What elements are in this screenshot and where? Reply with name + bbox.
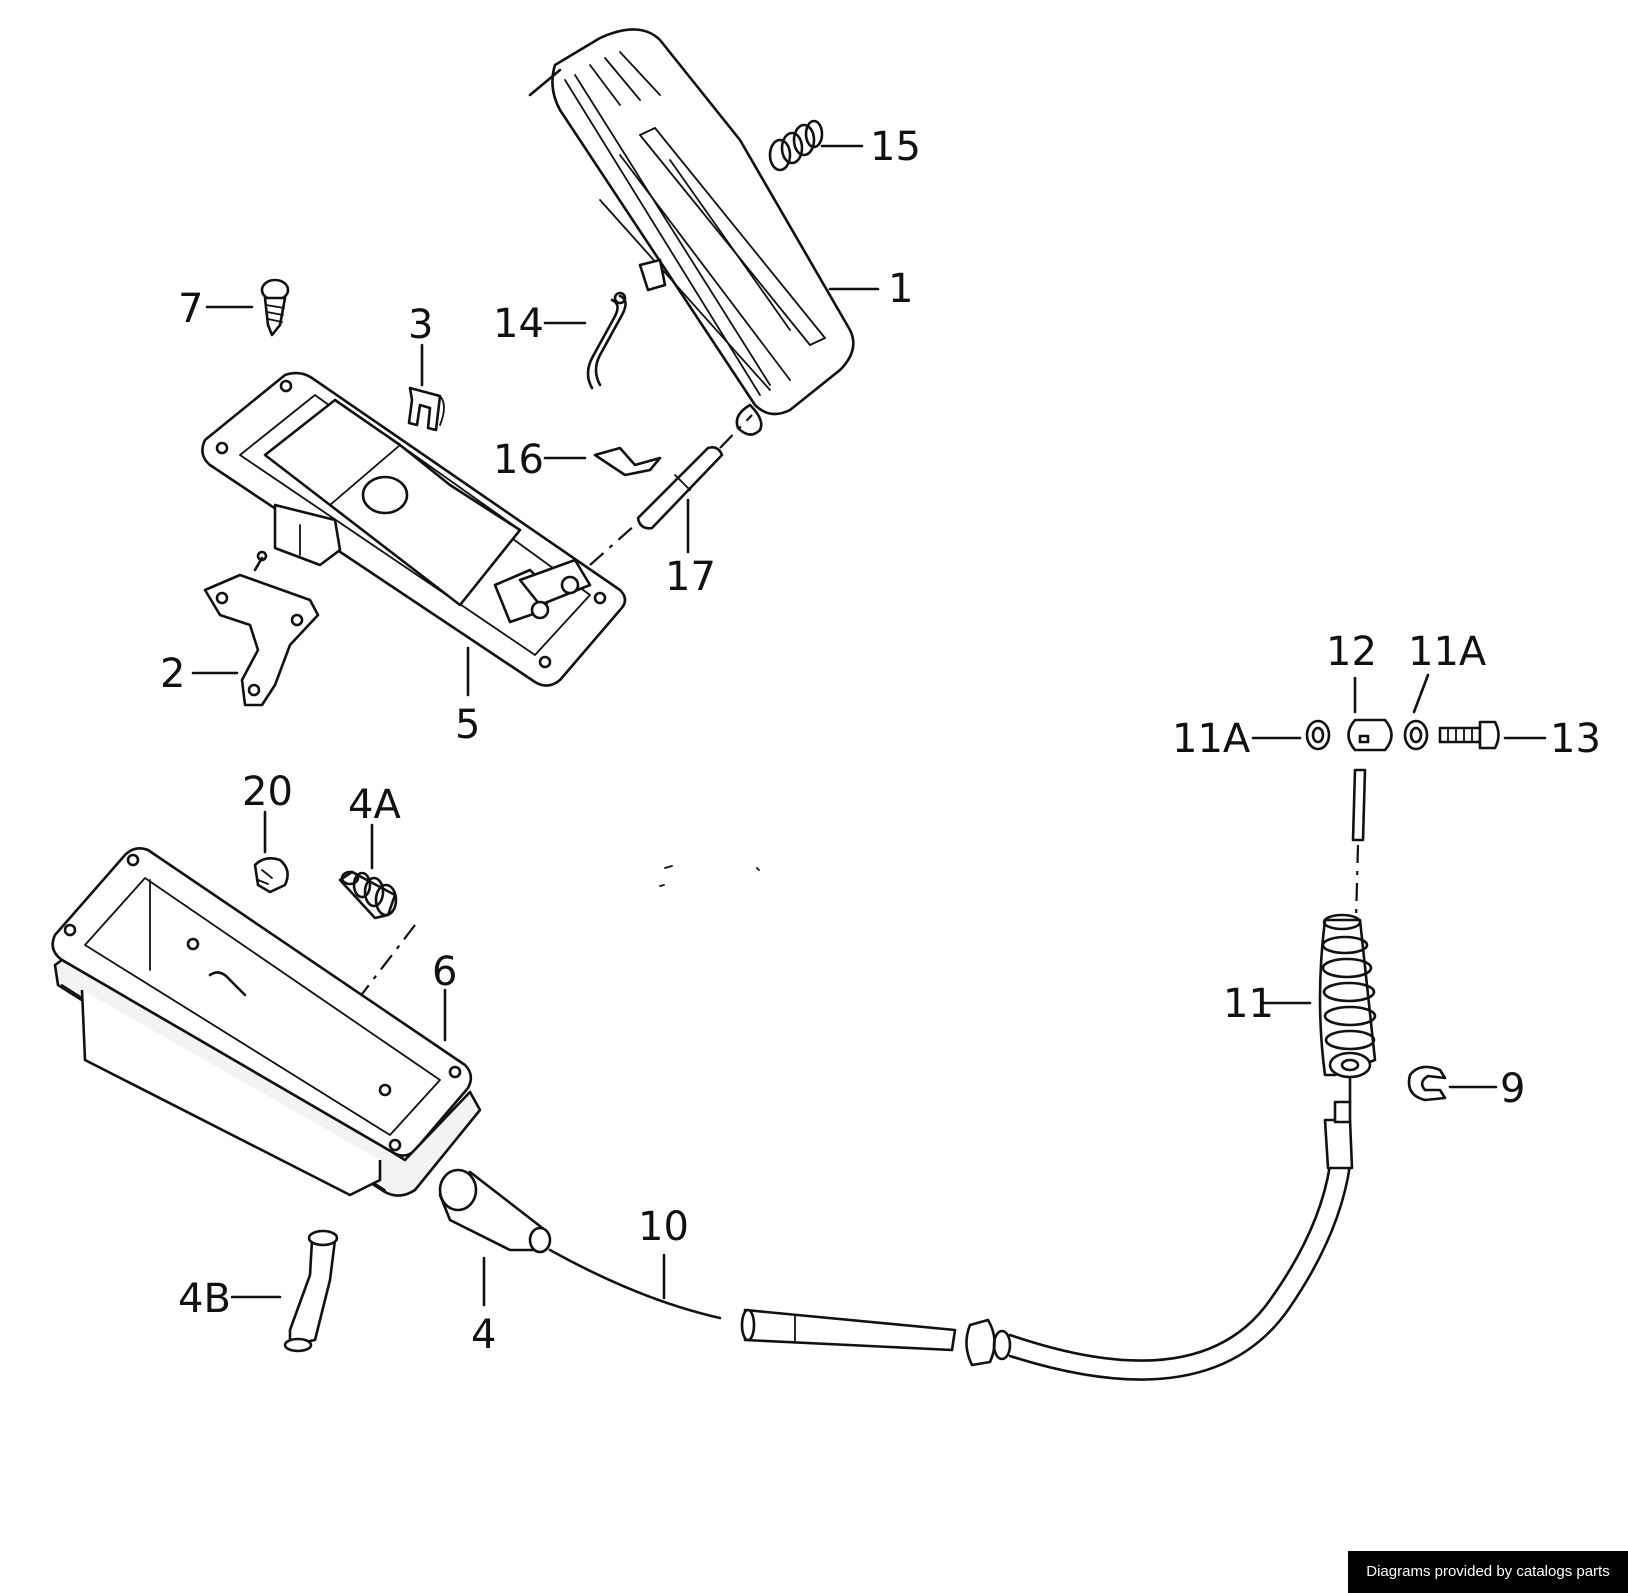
label-4b: 4B bbox=[178, 1276, 231, 1322]
housing-part-6 bbox=[51, 847, 482, 1197]
label-13: 13 bbox=[1550, 716, 1601, 762]
cable-end-fittings bbox=[1305, 718, 1500, 752]
label-9: 9 bbox=[1500, 1066, 1525, 1112]
label-2: 2 bbox=[160, 651, 185, 697]
label-12: 12 bbox=[1326, 629, 1377, 675]
label-3: 3 bbox=[408, 302, 433, 348]
label-14: 14 bbox=[493, 301, 544, 347]
label-10: 10 bbox=[638, 1204, 689, 1250]
label-5: 5 bbox=[455, 702, 480, 748]
label-11a-right: 11A bbox=[1408, 629, 1487, 675]
bellows-part-11 bbox=[1318, 913, 1377, 1104]
bracket-part-2 bbox=[203, 550, 320, 707]
plate-part-16 bbox=[593, 446, 662, 477]
label-4a: 4A bbox=[348, 782, 401, 828]
label-6: 6 bbox=[432, 949, 457, 995]
pedal-base-plate bbox=[201, 371, 627, 687]
label-7: 7 bbox=[178, 286, 203, 332]
sleeve-part-4b bbox=[283, 1229, 339, 1353]
footer-credit: Diagrams provided by catalogs parts bbox=[1348, 1551, 1628, 1593]
label-4: 4 bbox=[471, 1312, 496, 1358]
accelerator-pedal bbox=[528, 28, 855, 436]
screw-part-7 bbox=[260, 278, 290, 337]
pin-part-17 bbox=[589, 414, 753, 566]
label-16: 16 bbox=[493, 437, 544, 483]
cable-part-10 bbox=[548, 1100, 1354, 1381]
cable-boot-part-4 bbox=[438, 1168, 552, 1254]
spring-part-15 bbox=[768, 119, 824, 172]
cable-rod bbox=[1351, 768, 1367, 921]
label-17: 17 bbox=[665, 554, 716, 600]
clip-part-9 bbox=[1407, 1065, 1447, 1102]
label-11a-left: 11A bbox=[1172, 716, 1251, 762]
label-20: 20 bbox=[242, 769, 293, 815]
clip-part-14 bbox=[586, 291, 627, 390]
label-15: 15 bbox=[870, 124, 921, 170]
clip-part-3 bbox=[407, 386, 445, 432]
label-1: 1 bbox=[888, 266, 913, 312]
clip-part-20 bbox=[253, 857, 289, 894]
label-11: 11 bbox=[1223, 981, 1274, 1027]
